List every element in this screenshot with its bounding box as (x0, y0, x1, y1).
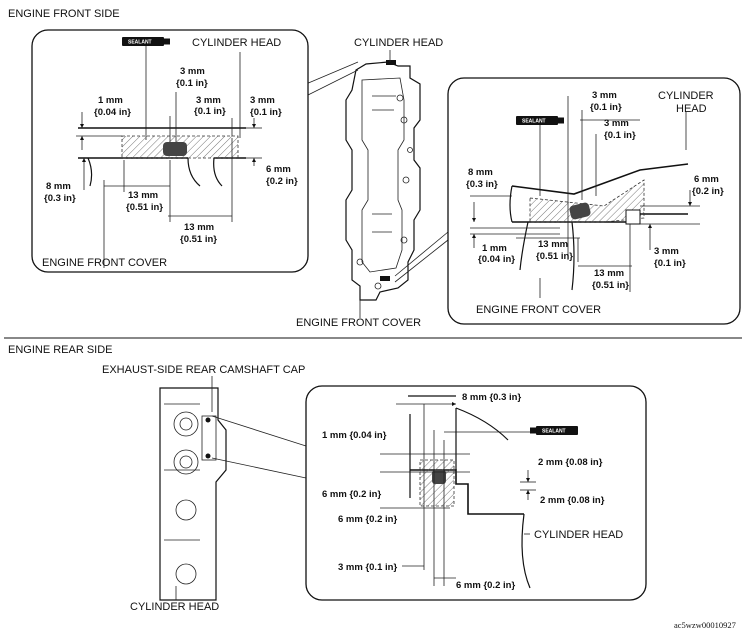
front-section-title: ENGINE FRONT SIDE (8, 8, 120, 20)
right-1mm: 1 mm (482, 243, 507, 254)
rear-section-title: ENGINE REAR SIDE (8, 344, 113, 356)
right-8mm: 8 mm (468, 167, 493, 178)
left-3mm-c-in: {0.1 in} (250, 107, 282, 118)
left-1mm-in: {0.04 in} (94, 107, 131, 118)
left-inset-cylinder-head-label: CYLINDER HEAD (192, 37, 281, 49)
left-13mm-b: 13 mm (184, 222, 214, 233)
rear-exhaust-cap-label: EXHAUST-SIDE REAR CAMSHAFT CAP (102, 364, 305, 376)
left-6mm-in: {0.2 in} (266, 176, 298, 187)
left-3mm-b-in: {0.1 in} (194, 106, 226, 117)
right-front-cover-label: ENGINE FRONT COVER (476, 304, 601, 316)
right-13mm-a: 13 mm (538, 239, 568, 250)
front-engine-outline (345, 50, 421, 318)
right-6mm: 6 mm (694, 174, 719, 185)
rear-8mm: 8 mm {0.3 in} (462, 392, 521, 403)
front-left-inset: SEALANT CYLINDER HEAD (31, 29, 309, 273)
figure-code: ac5wzw00010927 (674, 620, 736, 630)
right-8mm-in: {0.3 in} (466, 179, 498, 190)
left-3mm-b: 3 mm (196, 95, 221, 106)
rear-cylinder-head-inset-label: CYLINDER HEAD (534, 529, 623, 541)
sealant-tube-icon-2: SEALANT (516, 116, 564, 125)
sealant-tube-icon: SEALANT (122, 37, 170, 46)
rear-2mm-a: 2 mm {0.08 in} (538, 457, 603, 468)
left-8mm-in: {0.3 in} (44, 193, 76, 204)
rear-6mm-c: 6 mm {0.2 in} (456, 580, 515, 591)
rear-6mm-b: 6 mm {0.2 in} (338, 514, 397, 525)
left-8mm: 8 mm (46, 181, 71, 192)
left-13mm-a-in: {0.51 in} (126, 202, 163, 213)
right-13mm-a-in: {0.51 in} (536, 251, 573, 262)
rear-inset: SEALANT (305, 385, 647, 601)
svg-text:SEALANT: SEALANT (542, 429, 566, 435)
right-6mm-in: {0.2 in} (692, 186, 724, 197)
left-13mm-b-in: {0.51 in} (180, 234, 217, 245)
right-3mm-c: 3 mm (654, 246, 679, 257)
rear-2mm-b: 2 mm {0.08 in} (540, 495, 605, 506)
right-cylinder-label-1: CYLINDER (658, 90, 714, 102)
right-3mm-b: 3 mm (604, 118, 629, 129)
right-3mm-c-in: {0.1 in} (654, 258, 686, 269)
right-3mm-a-in: {0.1 in} (590, 102, 622, 113)
right-1mm-in: {0.04 in} (478, 254, 515, 265)
rear-6mm-a: 6 mm {0.2 in} (322, 489, 381, 500)
svg-text:SEALANT: SEALANT (522, 119, 546, 125)
front-right-inset: SEALANT (447, 77, 741, 325)
left-1mm: 1 mm (98, 95, 123, 106)
right-3mm-a: 3 mm (592, 90, 617, 101)
center-cylinder-head-label: CYLINDER HEAD (354, 37, 443, 49)
right-3mm-b-in: {0.1 in} (604, 130, 636, 141)
right-cylinder-label-2: HEAD (676, 103, 707, 115)
sealant-tube-icon-3: SEALANT (530, 426, 578, 435)
left-3mm-a: 3 mm (180, 66, 205, 77)
left-13mm-a: 13 mm (128, 190, 158, 201)
svg-text:SEALANT: SEALANT (128, 40, 152, 46)
rear-engine-outline (159, 376, 307, 601)
rear-1mm: 1 mm {0.04 in} (322, 430, 387, 441)
left-3mm-c: 3 mm (250, 95, 275, 106)
right-13mm-b-in: {0.51 in} (592, 280, 629, 291)
center-front-cover-label: ENGINE FRONT COVER (296, 317, 421, 329)
rear-cylinder-head-label: CYLINDER HEAD (130, 601, 219, 613)
left-front-cover-label: ENGINE FRONT COVER (42, 257, 167, 269)
rear-3mm: 3 mm {0.1 in} (338, 562, 397, 573)
left-6mm: 6 mm (266, 164, 291, 175)
left-3mm-a-in: {0.1 in} (176, 78, 208, 89)
right-13mm-b: 13 mm (594, 268, 624, 279)
